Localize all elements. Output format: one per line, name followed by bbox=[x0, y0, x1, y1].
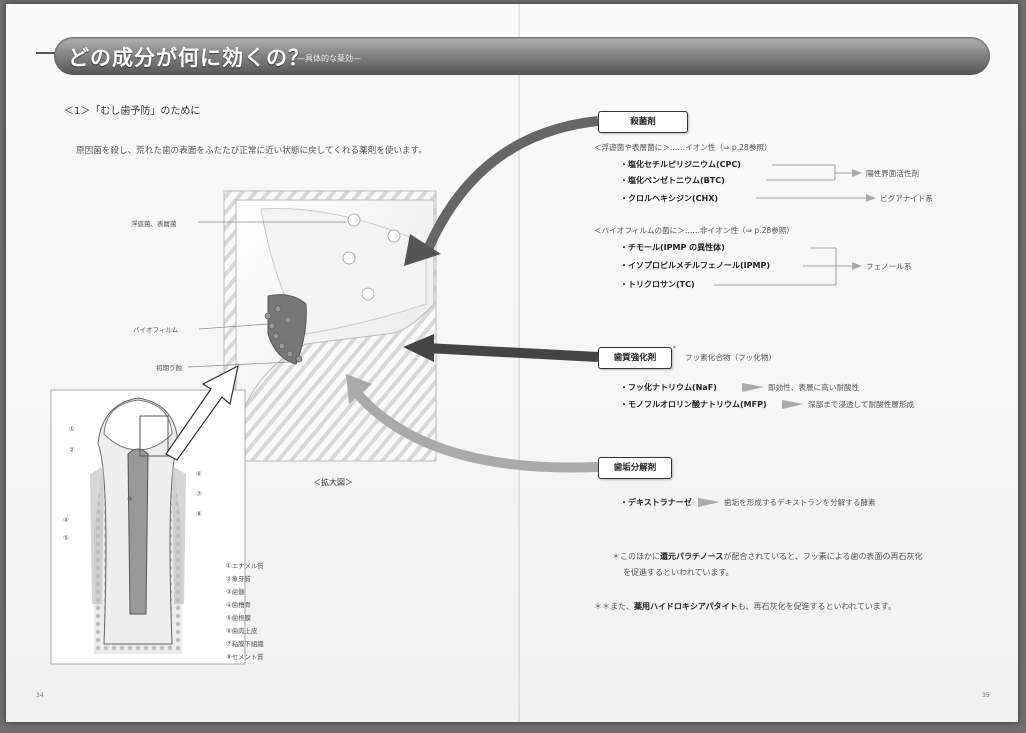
legend-item: ⑦粘膜下組織 bbox=[226, 640, 264, 648]
diagram-graphics bbox=[50, 116, 876, 665]
strengthener-effect: 深部まで浸透して耐酸性層形成 bbox=[808, 400, 915, 409]
strengthener-item: ・フッ化ナトリウム(NaF) bbox=[620, 383, 717, 392]
effect-arrows bbox=[346, 116, 599, 473]
label-enlarged-view: ＜拡大図＞ bbox=[313, 478, 353, 487]
page-subtitle: —具体的な薬効— bbox=[297, 54, 361, 63]
plaque-label: 歯垢分解剤 bbox=[598, 457, 672, 479]
class-phenol: フェノール系 bbox=[866, 262, 912, 271]
strengthener-mark: * bbox=[673, 345, 676, 352]
tooth-marker-3: ③ bbox=[127, 495, 133, 503]
page-number-right: 35 bbox=[982, 692, 990, 699]
page-title: どの成分が何に効くの？ bbox=[68, 46, 310, 70]
bactericide-item: ・トリクロサン(TC) bbox=[620, 280, 695, 289]
note-2-bold: 薬用ハイドロキシアパタイト bbox=[634, 602, 738, 611]
tooth-cross-section bbox=[50, 389, 246, 665]
legend-item: ⑥歯肉上皮 bbox=[226, 627, 258, 635]
enlarged-view bbox=[223, 190, 437, 462]
note-1-bold: 還元パラチノース bbox=[660, 552, 724, 561]
tooth-marker-5: ⑤ bbox=[63, 534, 69, 542]
label-biofilm: バイオフィルム bbox=[133, 326, 179, 334]
note-1-post: が配合されていると、フッ素による歯の表面の再石灰化 bbox=[723, 552, 923, 561]
bactericide-label: 殺菌剤 bbox=[598, 111, 688, 133]
note-1: ＊このほかに還元パラチノースが配合されていると、フッ素による歯の表面の再石灰化 bbox=[612, 551, 923, 562]
legend-item: ①エナメル質 bbox=[226, 562, 264, 570]
note-1-pre: ＊このほかに bbox=[612, 552, 660, 561]
title-banner bbox=[54, 37, 990, 75]
bactericide-item: ・クロルヘキシジン(CHX) bbox=[620, 194, 719, 203]
tooth-marker-2: ② bbox=[69, 446, 75, 454]
label-early-caries: 初期う蝕 bbox=[156, 364, 182, 372]
zoom-arrow bbox=[165, 364, 239, 461]
legend-item: ⑧セメント質 bbox=[226, 653, 264, 661]
bactericide-group1-heading: ＜浮遊菌や表層菌に＞……イオン性（⇒ p.28参照） bbox=[594, 143, 772, 152]
tooth-marker-4: ④ bbox=[63, 516, 69, 524]
title-rule bbox=[36, 52, 64, 54]
legend-item: ⑤歯根膜 bbox=[226, 614, 251, 622]
section-heading: ＜1＞「むし歯予防」のために bbox=[64, 106, 201, 117]
tooth-marker-8: ⑧ bbox=[196, 510, 202, 518]
plaque-effect: 歯垢を形成するデキストランを分解する酵素 bbox=[724, 498, 876, 507]
class-biguanide: ビグアナイド系 bbox=[880, 194, 934, 203]
bactericide-group2-heading: ＜バイオフィルムの菌に＞……非イオン性（⇒ p.28参照） bbox=[594, 226, 795, 235]
legend-item: ③歯髄 bbox=[226, 588, 245, 596]
class-cationic-surfactant: 陽性界面活性剤 bbox=[866, 169, 920, 178]
intro-text: 原因菌を殺し、荒れた歯の表面をふたたび正常に近い状態に戻してくれる薬剤を使います… bbox=[76, 146, 427, 156]
tooth-marker-6: ⑥ bbox=[196, 470, 202, 478]
page-spine bbox=[518, 4, 520, 722]
note-1-line2: を促進するといわれています。 bbox=[623, 568, 734, 577]
tooth-marker-7: ⑦ bbox=[196, 490, 202, 498]
strengthener-item: ・モノフルオロリン酸ナトリウム(MFP) bbox=[620, 400, 767, 409]
note-2-post: も、再石灰化を促進するといわれています。 bbox=[737, 602, 897, 611]
label-floating-bacteria: 浮遊菌、表層菌 bbox=[131, 220, 177, 228]
tooth-marker-1: ① bbox=[69, 425, 75, 433]
legend-item: ②象牙質 bbox=[226, 575, 251, 583]
book-spread: どの成分が何に効くの？ —具体的な薬効— ＜1＞「むし歯予防」のために 原因菌を… bbox=[6, 4, 1018, 722]
legend-item: ④歯槽骨 bbox=[226, 601, 251, 609]
strengthener-note: フッ素化合物（フッ化物） bbox=[685, 353, 777, 362]
strengthener-effect: 即効性、表層に高い耐酸性 bbox=[768, 383, 860, 392]
strengthener-label: 歯質強化剤 bbox=[598, 347, 672, 369]
note-2-pre: ＊＊また、 bbox=[594, 602, 634, 611]
page-number-left: 34 bbox=[36, 692, 44, 699]
plaque-item: ・デキストラナーゼ bbox=[620, 498, 692, 507]
bactericide-item: ・チモール(IPMP の異性体) bbox=[620, 243, 725, 252]
note-2: ＊＊また、薬用ハイドロキシアパタイトも、再石灰化を促進するといわれています。 bbox=[594, 601, 896, 612]
bactericide-item: ・イソプロピルメチルフェノール(IPMP) bbox=[620, 261, 770, 270]
bactericide-item: ・塩化ベンゼトニウム(BTC) bbox=[620, 176, 725, 185]
bactericide-item: ・塩化セチルピリジニウム(CPC) bbox=[620, 160, 741, 169]
